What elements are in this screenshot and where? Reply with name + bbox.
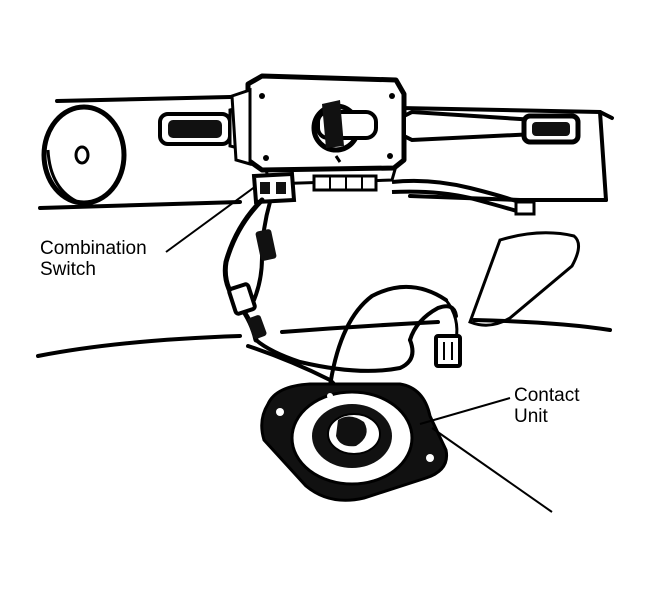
right-bracket-panel <box>468 231 580 327</box>
combination-switch-leader <box>165 185 257 253</box>
contact-unit <box>260 382 449 502</box>
contact-unit-leader <box>419 397 511 425</box>
contact-unit-label-line2: Unit <box>514 406 548 427</box>
lower-harness <box>391 178 536 216</box>
contact-unit-label: Contact Unit <box>514 385 579 427</box>
right-stalk <box>402 109 581 145</box>
steering-shaft <box>311 100 378 163</box>
combination-switch-label-line2: Switch <box>40 259 96 280</box>
column-shroud-outline <box>38 95 614 210</box>
steering-hub-disc <box>41 104 127 206</box>
combination-switch-label: Combination Switch <box>40 238 147 280</box>
contact-unit-label-line1: Contact <box>514 385 580 406</box>
contact-unit-extension-line <box>431 427 553 513</box>
lower-shroud-curve <box>36 318 612 358</box>
switch-connector <box>251 171 297 205</box>
combination-switch-label-line1: Combination <box>40 238 147 259</box>
leader-lines <box>165 185 553 513</box>
harness-connectors <box>227 229 462 368</box>
